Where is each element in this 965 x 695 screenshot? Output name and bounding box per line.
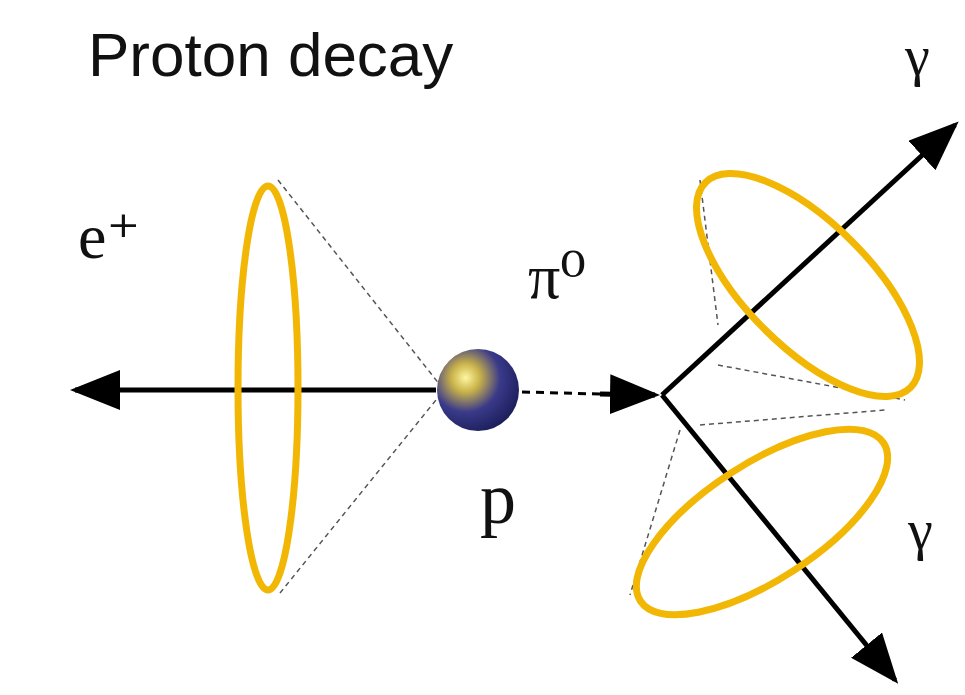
photon-label: γ xyxy=(908,502,933,558)
proton-ball: p xyxy=(435,347,521,433)
particle-label: p xyxy=(480,463,516,535)
diagram-title: Proton decay xyxy=(88,24,453,86)
pion-label: π⁰ xyxy=(528,245,586,309)
photon-label: γ xyxy=(905,28,930,84)
positron-label: e⁺ xyxy=(78,205,140,269)
proton-circle xyxy=(435,347,521,433)
